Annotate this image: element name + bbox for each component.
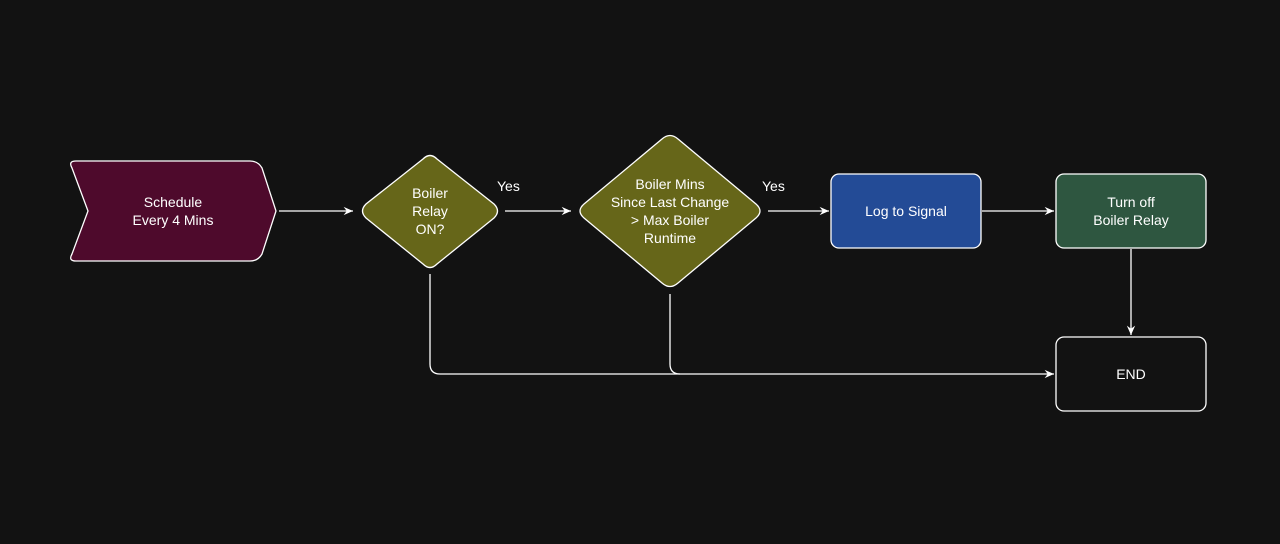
edge-runtime-no-to-end [669,294,681,375]
end-node[interactable] [1055,336,1207,412]
log-to-signal-node[interactable] [830,173,982,249]
relay-yes-label: Yes [497,178,520,194]
runtime-check-decision[interactable] [579,134,761,288]
edge-relay-no-to-end [429,274,1054,379]
runtime-yes-label: Yes [762,178,785,194]
schedule-node[interactable] [70,160,277,262]
turn-off-relay-node[interactable] [1055,173,1207,249]
relay-on-decision[interactable] [361,154,499,269]
